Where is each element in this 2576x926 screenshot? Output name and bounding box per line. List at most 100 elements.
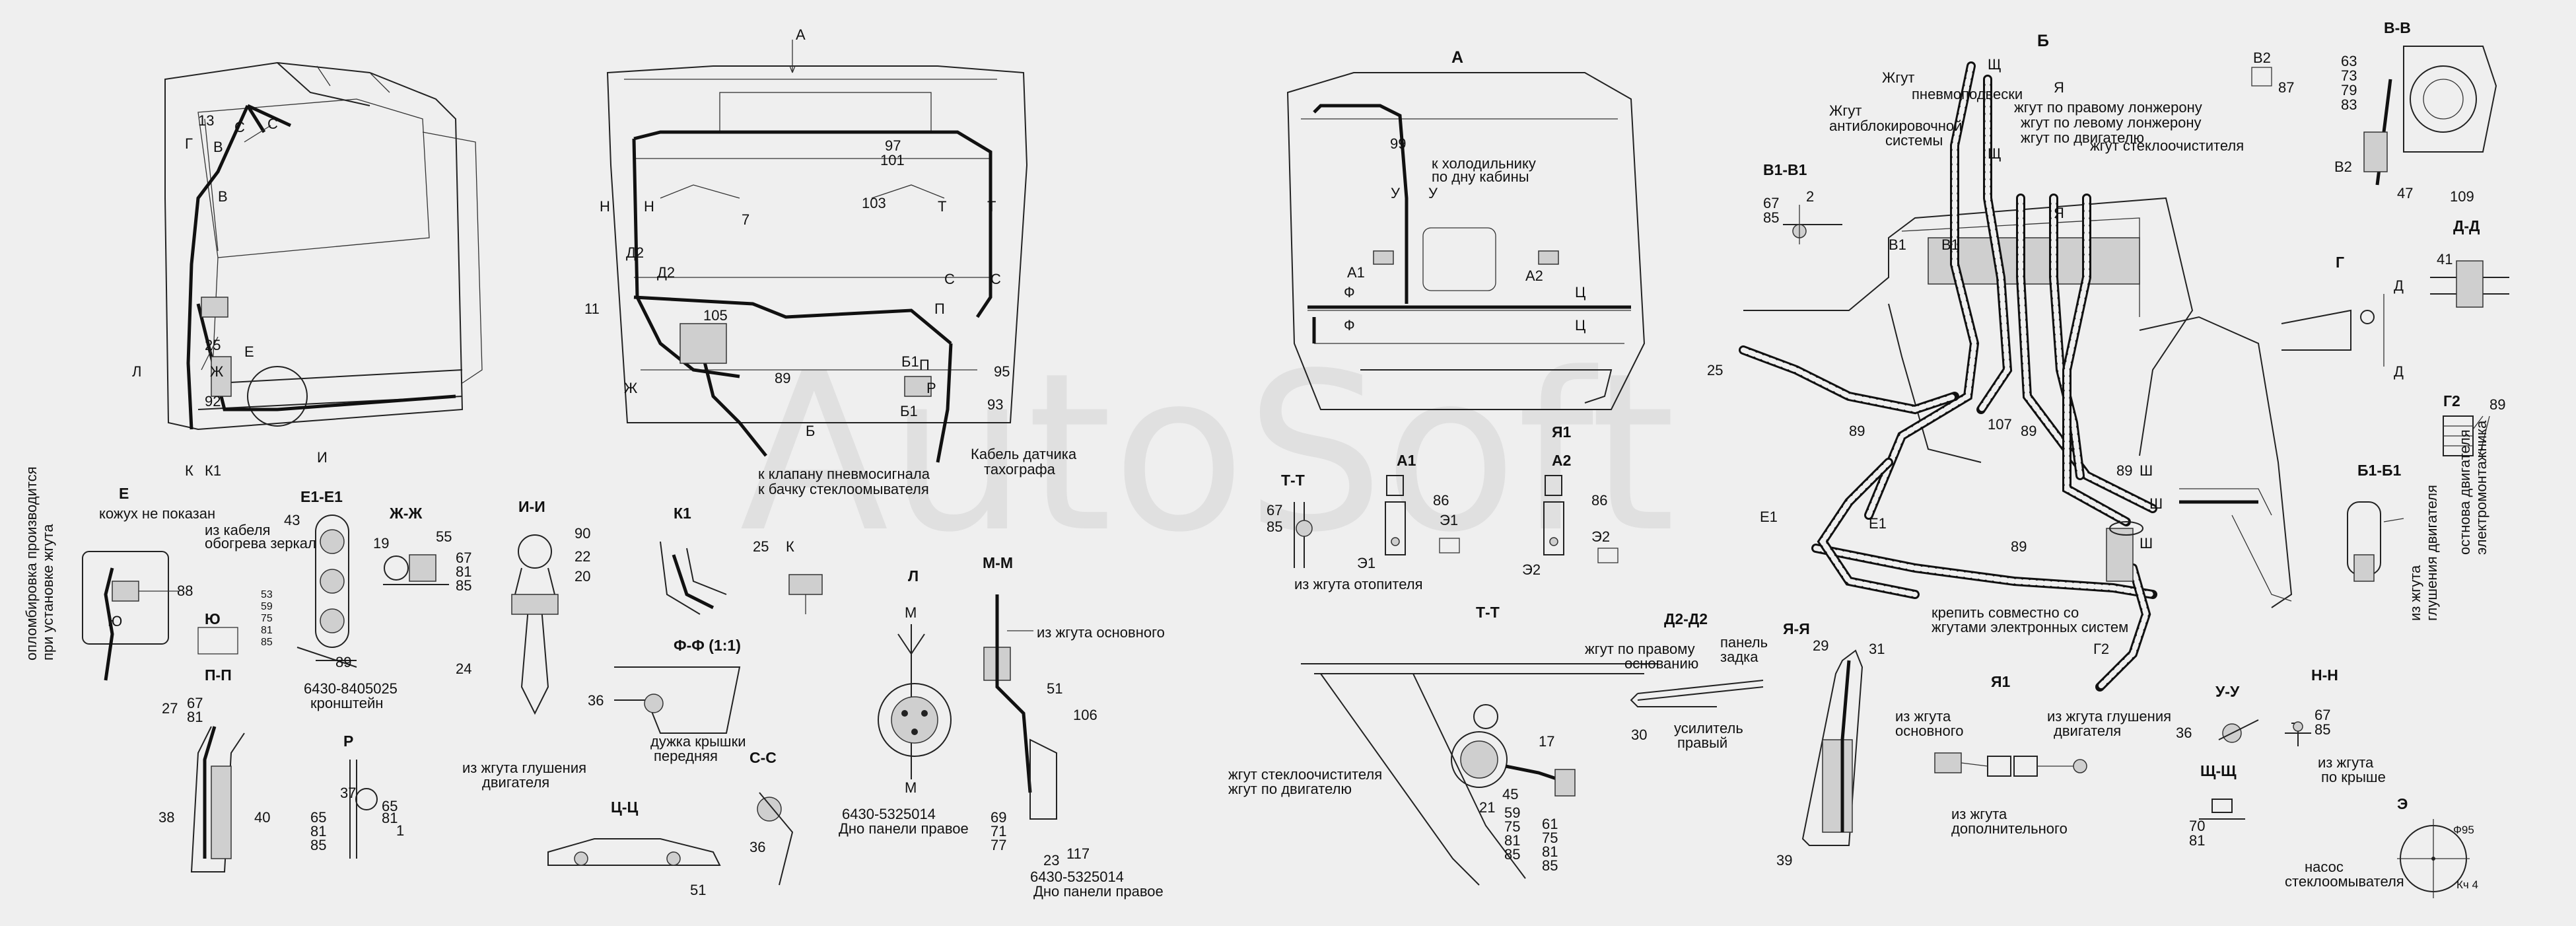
svg-text:дужка крышки: дужка крышки xyxy=(650,733,746,750)
detail-t-t-small: Т-Т 67 85 из жгута отопителя xyxy=(1267,472,1423,592)
svg-text:47: 47 xyxy=(2397,185,2413,201)
rear-view-labels: А 99 У У А1 Ф Ф А2 Ц Ц к холодильнику по… xyxy=(1344,48,1585,334)
svg-text:Ц: Ц xyxy=(1575,284,1585,301)
detail-t-t-large: Т-Т жгут стеклоочистителя жгут по двигат… xyxy=(1228,604,1657,886)
svg-text:87: 87 xyxy=(2278,79,2294,96)
svg-text:к бачку стеклоомывателя: к бачку стеклоомывателя xyxy=(758,481,929,497)
detail-g2: Г2 89 xyxy=(2443,392,2505,456)
svg-text:Ф95: Ф95 xyxy=(2453,824,2474,836)
svg-text:59: 59 xyxy=(261,601,273,612)
svg-text:81: 81 xyxy=(1542,843,1558,860)
svg-text:25: 25 xyxy=(1707,362,1723,378)
svg-text:С: С xyxy=(944,271,955,287)
svg-text:Я1: Я1 xyxy=(1991,673,2011,690)
svg-text:К: К xyxy=(185,462,193,479)
svg-text:И-И: И-И xyxy=(518,498,545,515)
svg-text:остнова двигателя: остнова двигателя xyxy=(2456,429,2473,555)
svg-text:Т-Т: Т-Т xyxy=(1476,604,1500,621)
svg-text:86: 86 xyxy=(1591,492,1607,509)
svg-text:99: 99 xyxy=(1390,135,1406,152)
svg-text:Ф: Ф xyxy=(1344,317,1355,334)
svg-text:из кабеля: из кабеля xyxy=(205,522,270,538)
svg-text:86: 86 xyxy=(1433,492,1449,509)
svg-text:89: 89 xyxy=(335,654,351,670)
engine-harness-view xyxy=(1739,61,2293,692)
svg-text:Д2: Д2 xyxy=(626,244,644,261)
svg-text:77: 77 xyxy=(991,837,1006,853)
svg-text:63: 63 xyxy=(2341,53,2357,69)
svg-text:Г2: Г2 xyxy=(2443,392,2460,410)
svg-text:Г: Г xyxy=(185,135,193,152)
svg-text:Ж-Ж: Ж-Ж xyxy=(389,505,422,522)
svg-text:92: 92 xyxy=(205,393,221,410)
svg-text:М: М xyxy=(905,779,917,796)
svg-text:основного: основного xyxy=(1895,723,1963,739)
svg-text:Д: Д xyxy=(2394,363,2404,380)
svg-text:Ю: Ю xyxy=(108,613,122,629)
svg-text:Б: Б xyxy=(2037,32,2049,50)
svg-text:Я: Я xyxy=(2054,205,2064,221)
detail-u-u: У-У 36 xyxy=(2176,683,2259,743)
svg-text:Р: Р xyxy=(343,732,353,750)
svg-text:89: 89 xyxy=(2011,538,2027,555)
side-view-labels: 13 С Г В С В 25 Е Ж Л 92 К К1 И xyxy=(132,112,328,479)
svg-text:67: 67 xyxy=(1267,502,1282,518)
svg-text:П: П xyxy=(934,301,945,317)
svg-text:70: 70 xyxy=(2189,818,2205,834)
detail-e-pump: Э Ф95 Кч 4 насос стеклоомывателя xyxy=(2285,795,2478,898)
front-view-labels: А 97 101 103 7 Н Н Т Т Д2 Д2 С С 11 105 … xyxy=(584,26,1077,497)
detail-ya1-connectors: Я1 из жгута основного из жгута глушения … xyxy=(1895,673,2171,837)
svg-text:Дно панели правое: Дно панели правое xyxy=(839,820,969,837)
svg-text:панель: панель xyxy=(1720,634,1768,651)
svg-text:В2: В2 xyxy=(2253,50,2271,66)
svg-text:П: П xyxy=(919,357,930,373)
svg-text:71: 71 xyxy=(991,823,1006,839)
svg-text:25: 25 xyxy=(753,538,769,555)
svg-text:С: С xyxy=(991,271,1001,287)
svg-text:39: 39 xyxy=(1776,852,1792,869)
svg-text:30: 30 xyxy=(1631,727,1647,743)
svg-text:А1: А1 xyxy=(1347,264,1365,281)
svg-text:36: 36 xyxy=(2176,725,2192,741)
svg-text:жгут по двигателю: жгут по двигателю xyxy=(1228,781,1352,797)
watermark: AutoSoft xyxy=(740,326,1675,580)
svg-text:81: 81 xyxy=(261,625,273,636)
svg-text:Я1: Я1 xyxy=(1552,423,1572,441)
svg-text:электромонтажника: электромонтажника xyxy=(2473,420,2489,555)
svg-text:из жгута отопителя: из жгута отопителя xyxy=(1294,576,1423,592)
detail-r: Р 37 65 81 85 65 81 1 xyxy=(310,732,404,859)
svg-text:стеклоомывателя: стеклоомывателя xyxy=(2285,873,2404,890)
svg-text:И: И xyxy=(317,449,328,466)
svg-text:дополнительного: дополнительного xyxy=(1951,820,2068,837)
svg-text:к клапану пневмосигнала: к клапану пневмосигнала xyxy=(758,466,930,482)
svg-text:55: 55 xyxy=(436,528,452,545)
svg-text:75: 75 xyxy=(261,613,273,624)
svg-text:79: 79 xyxy=(2341,82,2357,98)
svg-text:Л: Л xyxy=(132,363,141,380)
svg-text:13: 13 xyxy=(198,112,214,129)
engine-view-labels: Б Щ Я Щ Я В1 В1 25 89 107 89 89 Ш Ш Ш Е1… xyxy=(1707,32,2294,657)
svg-text:Жгут: Жгут xyxy=(1829,102,1862,119)
svg-text:11: 11 xyxy=(584,301,600,317)
svg-text:жгут по двигателю: жгут по двигателю xyxy=(2021,129,2144,146)
svg-text:81: 81 xyxy=(456,563,471,580)
svg-text:23: 23 xyxy=(1043,852,1059,869)
svg-text:В1: В1 xyxy=(1941,236,1959,253)
svg-text:Б1: Б1 xyxy=(901,353,919,370)
svg-text:А: А xyxy=(796,26,806,43)
svg-text:В-В: В-В xyxy=(2384,19,2411,36)
svg-text:Щ-Щ: Щ-Щ xyxy=(2200,762,2237,779)
svg-text:93: 93 xyxy=(987,396,1003,413)
svg-text:89: 89 xyxy=(2489,396,2505,413)
svg-text:жгут по правому лонжерону: жгут по правому лонжерону xyxy=(2014,99,2202,116)
svg-text:67: 67 xyxy=(1763,195,1779,211)
svg-text:задка: задка xyxy=(1720,649,1758,665)
svg-text:В1: В1 xyxy=(1889,236,1906,253)
detail-l: Л М М 6430-5325014 Дно панели правое xyxy=(839,567,969,837)
svg-text:61: 61 xyxy=(1542,816,1558,832)
svg-text:37: 37 xyxy=(340,785,356,801)
svg-text:А: А xyxy=(1451,48,1463,67)
svg-text:обогрева зеркал: обогрева зеркал xyxy=(205,535,316,552)
svg-text:жгут по левому лонжерону: жгут по левому лонжерону xyxy=(2021,114,2201,131)
